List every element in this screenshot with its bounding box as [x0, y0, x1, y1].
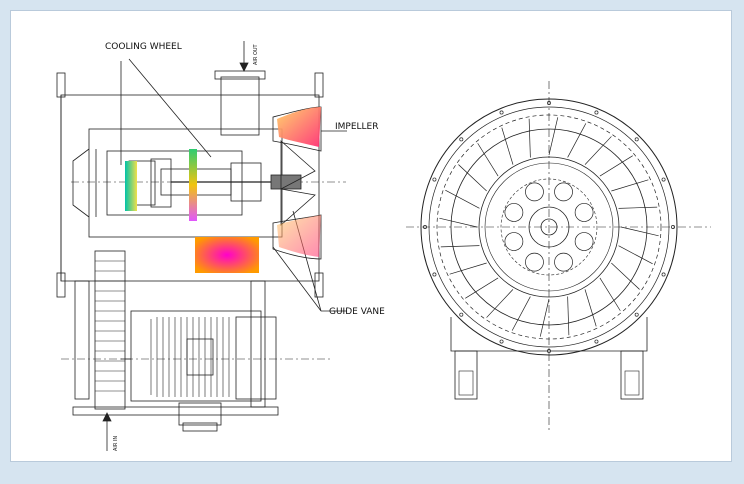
- flange-bolt: [432, 177, 437, 182]
- guide-vane-line: [439, 217, 478, 228]
- hub-hole: [504, 203, 524, 222]
- hub-hole: [525, 252, 544, 272]
- flange-bolt: [423, 225, 427, 229]
- guide-vane-line: [567, 123, 587, 158]
- guide-vane-line: [458, 164, 487, 192]
- flange-bolt: [594, 110, 599, 115]
- flange-bolt: [661, 177, 666, 182]
- guide-vane-line: [539, 298, 550, 337]
- guide-vane-line: [477, 143, 499, 177]
- guide-vane-line: [611, 179, 649, 192]
- hub-hole: [574, 232, 594, 251]
- flange-bolt: [634, 137, 639, 142]
- hub-hole: [554, 182, 573, 202]
- guide-vane-line: [620, 226, 659, 237]
- flange-bolt: [661, 272, 666, 277]
- guide-vane-line: [618, 245, 653, 265]
- guide-vane-line: [584, 289, 597, 327]
- front-view: [406, 81, 711, 431]
- hub-hole: [525, 182, 544, 202]
- guide-vane-line: [618, 206, 658, 209]
- fan-technical-drawing: COOLING WHEEL IMPELLER GUIDE VANE AIR OU…: [56, 41, 711, 451]
- guide-vane-line: [445, 189, 480, 209]
- guide-vane-line: [486, 289, 514, 318]
- air-out-label: AIR OUT: [253, 43, 259, 65]
- guide-vane-line: [548, 117, 559, 156]
- drawing-frame: COOLING WHEEL IMPELLER GUIDE VANE AIR OU…: [10, 10, 732, 462]
- cooling-wheel-left: [125, 161, 137, 211]
- flange-bolt: [671, 225, 675, 229]
- guide-vane-line: [511, 296, 531, 331]
- guide-vane-label: GUIDE VANE: [329, 307, 385, 317]
- impeller-bottom-highlight: [277, 215, 321, 257]
- flange-bolt: [499, 110, 504, 115]
- guide-vane-line: [528, 118, 531, 158]
- motor-box-highlight: [195, 237, 259, 273]
- air-in-label: AIR IN: [113, 436, 119, 451]
- hub-hole: [504, 232, 524, 251]
- guide-vane-line: [440, 245, 480, 248]
- guide-vane-line: [501, 127, 514, 165]
- flange-bolt: [459, 137, 464, 142]
- flange-bolt: [634, 312, 639, 317]
- cooling-wheel-label: COOLING WHEEL: [105, 42, 182, 52]
- guide-vane-line: [449, 262, 487, 275]
- flange-bolt: [499, 339, 504, 344]
- hub-hole: [574, 203, 594, 222]
- guide-vane-line: [584, 136, 612, 165]
- guide-vane-line: [611, 262, 640, 290]
- flange-bolt: [594, 339, 599, 344]
- impeller-top-highlight: [277, 107, 321, 147]
- flange-bolt: [547, 101, 551, 105]
- impeller-label: IMPELLER: [335, 122, 379, 132]
- guide-vane-line: [599, 155, 633, 177]
- hub-hole: [554, 252, 573, 272]
- guide-vane-line: [465, 277, 499, 299]
- guide-vane-line: [567, 296, 570, 336]
- flange-bolt: [459, 312, 464, 317]
- guide-vane-line: [599, 277, 621, 311]
- cooling-wheel-right: [189, 149, 197, 221]
- flange-bolt: [432, 272, 437, 277]
